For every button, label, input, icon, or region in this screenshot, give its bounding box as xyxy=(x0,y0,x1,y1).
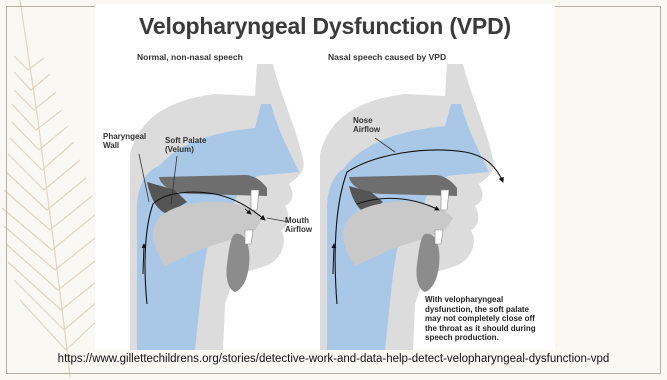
source-url: https://www.gillettechildrens.org/storie… xyxy=(0,353,667,365)
left-head-profile xyxy=(130,64,304,350)
vpd-figure: Velopharyngeal Dysfunction (VPD) Normal,… xyxy=(95,4,555,350)
label-soft-palate: Soft Palate (Velum) xyxy=(165,136,206,154)
label-nose-airflow: Nose Airflow xyxy=(353,116,380,134)
label-pharyngeal-wall: Pharyngeal Wall xyxy=(103,132,146,150)
vpd-note-text: With velopharyngeal dysfunction, the sof… xyxy=(425,295,545,343)
label-mouth-airflow: Mouth Airflow xyxy=(285,216,312,234)
